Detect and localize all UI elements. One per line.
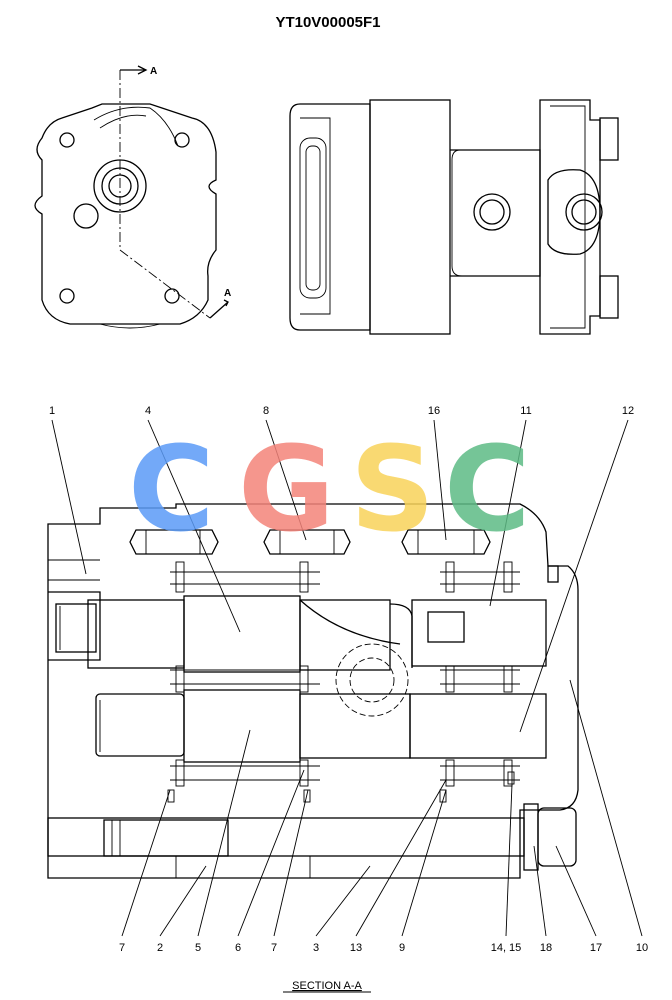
callout-1: 1 [49, 405, 55, 417]
callout-16: 16 [428, 405, 440, 417]
callouts-top: 1 4 8 16 11 12 [49, 405, 634, 417]
callout-14-15: 14, 15 [491, 942, 522, 954]
section-mark-bottom: A [224, 288, 231, 299]
leader-lines-top [51, 419, 629, 733]
watermark-letter-c2: C [444, 420, 531, 558]
watermark-letter-s: S [350, 420, 435, 558]
callout-4: 4 [145, 405, 151, 417]
watermark-letter-g: G [238, 420, 335, 558]
drawing-title: YT10V00005F1 [275, 14, 380, 31]
watermark: C G S C [128, 420, 531, 558]
section-label: SECTION A-A [292, 980, 362, 992]
callout-10: 10 [636, 942, 648, 954]
callout-7b: 7 [271, 942, 277, 954]
leader-lines-bottom [121, 679, 643, 937]
side-view [289, 99, 619, 335]
callout-5: 5 [195, 942, 201, 954]
callout-2: 2 [157, 942, 163, 954]
callout-9: 9 [399, 942, 405, 954]
callout-18: 18 [540, 942, 552, 954]
watermark-letter-c1: C [128, 420, 215, 558]
callout-6: 6 [235, 942, 241, 954]
callout-3: 3 [313, 942, 319, 954]
callout-11: 11 [520, 405, 531, 417]
callout-8: 8 [263, 405, 269, 417]
callout-13: 13 [350, 942, 362, 954]
callouts-bottom: 7 2 5 6 7 3 13 9 14, 15 18 17 10 [119, 942, 648, 954]
callout-17: 17 [590, 942, 602, 954]
callout-7a: 7 [119, 942, 125, 954]
front-view: A A [34, 65, 231, 329]
section-mark-top: A [150, 66, 157, 77]
section-view [47, 503, 579, 879]
callout-12: 12 [622, 405, 634, 417]
